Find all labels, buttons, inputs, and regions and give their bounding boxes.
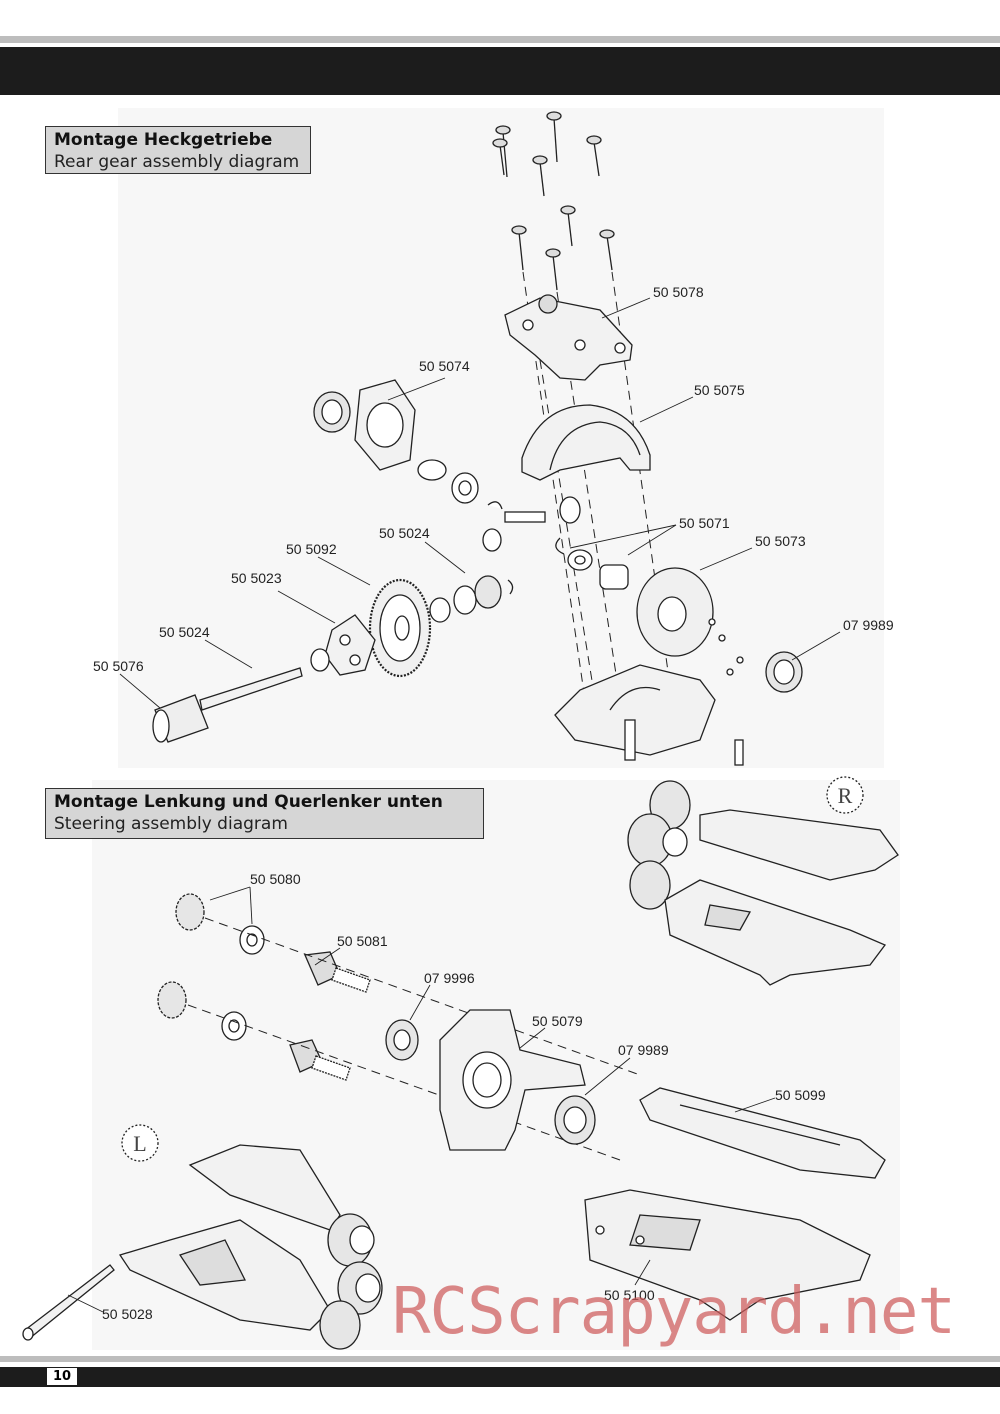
upper-arm-r: [639, 1087, 886, 1179]
pivot-balls: [289, 951, 371, 1081]
part-label: 50 5075: [694, 382, 745, 398]
leader-lines-steering: [67, 886, 776, 1313]
main-gear: [368, 575, 514, 678]
part-label: 50 5099: [775, 1087, 826, 1103]
part-label: 50 5024: [159, 624, 210, 640]
side-mark-r: R: [838, 783, 853, 808]
gearbox-lower-case: [554, 664, 744, 766]
header-bar: [0, 47, 1000, 95]
diff-case: [313, 379, 629, 590]
part-label: 50 5028: [102, 1306, 153, 1322]
footer-bar: [0, 1367, 1000, 1387]
part-label: 50 5071: [679, 515, 730, 531]
part-label: 50 5078: [653, 284, 704, 300]
part-label: 50 5023: [231, 570, 282, 586]
arm-assembly-right: [627, 780, 899, 986]
part-label: 50 5076: [93, 658, 144, 674]
watermark-text: RCScrapyard.net: [392, 1275, 956, 1349]
page-number: 10: [47, 1368, 78, 1385]
part-label: 50 5080: [250, 871, 301, 887]
part-label: 50 5100: [604, 1287, 655, 1303]
part-label: 07 9989: [843, 617, 894, 633]
drive-axle: [152, 667, 303, 743]
header-rule: [0, 36, 1000, 43]
rear-diagram-background: [118, 108, 884, 768]
right-side-marker: [826, 776, 864, 814]
part-label: 50 5074: [419, 358, 470, 374]
arm-assembly-left: [22, 1144, 383, 1350]
steering-title-german: Montage Lenkung und Querlenker unten: [54, 792, 443, 812]
spur-gear-plate: [636, 567, 803, 693]
rear-title-german: Montage Heckgetriebe: [54, 130, 273, 150]
part-label: 50 5024: [379, 525, 430, 541]
part-label: 50 5073: [755, 533, 806, 549]
part-label: 07 9989: [618, 1042, 669, 1058]
part-label: 50 5079: [532, 1013, 583, 1029]
footer-rule: [0, 1356, 1000, 1362]
gearbox-top-cover: [504, 294, 633, 381]
rear-section-title-box: Montage Heckgetriebe Rear gear assembly …: [45, 126, 311, 174]
gear-cover: [521, 404, 651, 481]
steering-bushings: [157, 893, 265, 1041]
rear-title-english: Rear gear assembly diagram: [54, 152, 300, 172]
side-mark-l: L: [133, 1131, 146, 1156]
steering-title-english: Steering assembly diagram: [54, 814, 288, 834]
bearing-0799996: [385, 1019, 419, 1061]
lower-arm-r: [584, 1189, 871, 1321]
part-label: 50 5081: [337, 933, 388, 949]
steering-section-title-box: Montage Lenkung und Querlenker unten Ste…: [45, 788, 484, 839]
part-label: 07 9996: [424, 970, 475, 986]
part-label: 50 5092: [286, 541, 337, 557]
steering-knuckle: [439, 1009, 596, 1151]
leader-lines-rear: [119, 297, 841, 709]
drive-hub: [310, 614, 376, 676]
screw-icon: [492, 111, 615, 291]
left-side-marker: [121, 1124, 159, 1162]
